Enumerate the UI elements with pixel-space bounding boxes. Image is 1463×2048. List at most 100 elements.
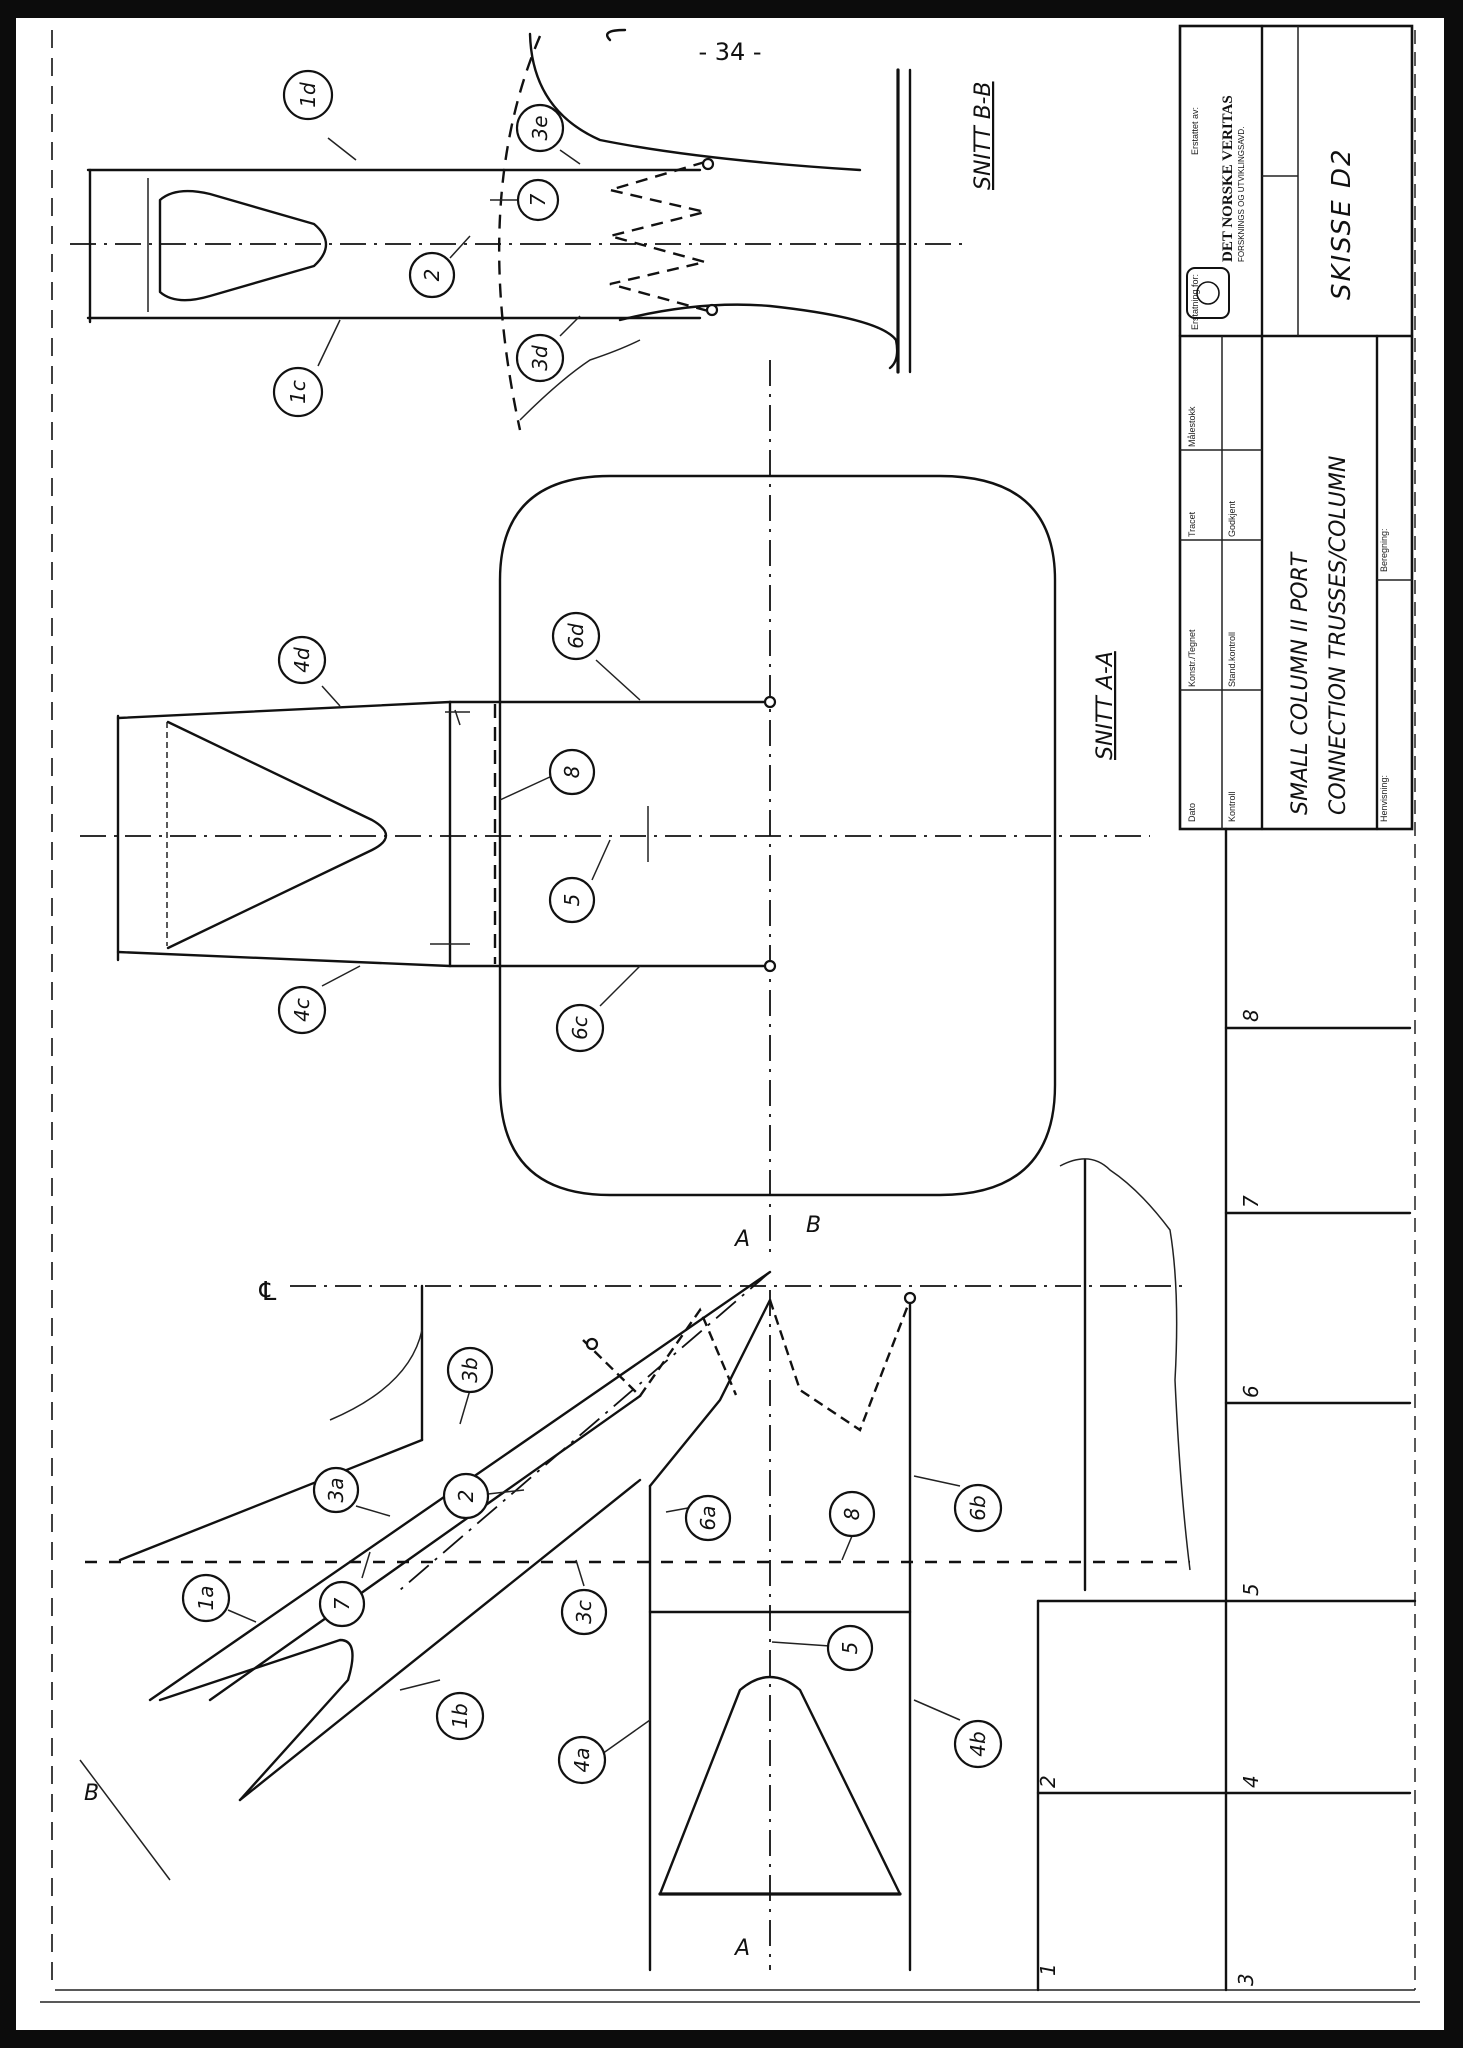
company-logo-emblem	[1196, 281, 1220, 305]
part-bubble-1c: 1c	[272, 319, 341, 418]
part-bubble-5: 5	[548, 839, 611, 924]
brace-chord	[238, 1478, 642, 1802]
drawing-title-line2: CONNECTION TRUSSES/COLUMN	[1326, 456, 1351, 815]
leader-line	[361, 1551, 371, 1579]
part-bubble-3c: 3c	[560, 1559, 608, 1636]
part-bubble-6c: 6c	[555, 965, 641, 1053]
part-circle	[272, 366, 324, 418]
brace-axis	[399, 1271, 771, 1591]
part-circle	[557, 1735, 607, 1785]
leader-line	[841, 1535, 853, 1561]
part-label: 7	[330, 1597, 354, 1610]
part-label: 5	[560, 894, 584, 907]
centerline-symbol: ℄	[256, 1277, 281, 1307]
leader-line	[321, 965, 361, 987]
zigzag-weld	[582, 1307, 738, 1398]
break-line	[1059, 1158, 1191, 1571]
part-label: 6d	[564, 623, 588, 649]
part-bubble-5: 5	[771, 1624, 874, 1672]
part-circle	[312, 1466, 360, 1514]
leader-line	[449, 235, 471, 259]
page-number: - 34 -	[698, 38, 761, 66]
part-bubble-3d: 3d	[515, 315, 581, 383]
field-tracet: Tracet	[1187, 511, 1197, 537]
part-circle	[551, 611, 601, 661]
margin-number: 1	[1036, 1963, 1060, 1976]
field-erstattet: Erstattet av:	[1190, 107, 1200, 155]
main-elevation-view: ℄ B B A A	[79, 1158, 1191, 1972]
part-circle	[516, 178, 560, 222]
part-circle	[555, 1003, 605, 1053]
part-circle	[282, 69, 334, 121]
brace-flange	[116, 950, 452, 968]
margin-number: 7	[1239, 1195, 1263, 1208]
company-subtitle: FORSKNINGS OG UTVIKLINGSAVD.	[1237, 127, 1246, 262]
leader-line	[913, 1699, 961, 1721]
part-label: 3d	[528, 345, 552, 371]
part-bubble-1b: 1b	[399, 1679, 485, 1741]
part-label: 4d	[290, 647, 314, 673]
part-bubble-6d: 6d	[551, 611, 641, 701]
margin-number: 8	[1239, 1009, 1263, 1022]
leader-line	[595, 659, 641, 701]
margin-number: 6	[1239, 1385, 1263, 1398]
part-bubble-7: 7	[490, 178, 560, 222]
field-erstatning: Erstatning for:	[1190, 274, 1200, 330]
part-circle	[435, 1691, 485, 1741]
cut-curve	[497, 35, 542, 431]
part-label: 1b	[448, 1703, 472, 1728]
dimension-arrow	[445, 709, 470, 726]
part-label: 3b	[458, 1357, 482, 1382]
column-flange-curve	[605, 28, 627, 42]
part-label: 4a	[570, 1748, 594, 1773]
part-circle	[515, 333, 565, 383]
margin-number: 2	[1036, 1775, 1060, 1788]
leader-line	[771, 1641, 831, 1647]
part-bubble-4b: 4b	[913, 1699, 1003, 1769]
company-logo-emblem	[1186, 267, 1230, 319]
part-label: 5	[838, 1642, 862, 1655]
part-circle	[181, 1573, 231, 1623]
part-circle	[560, 1588, 608, 1636]
part-circle	[318, 1580, 366, 1628]
leader-line	[913, 1475, 961, 1487]
part-bubble-8: 8	[499, 748, 596, 801]
column-flange-curve	[528, 32, 862, 172]
leader-line	[459, 1389, 471, 1425]
part-bubble-3b: 3b	[446, 1346, 494, 1425]
part-circle	[277, 985, 327, 1035]
part-label: 3c	[572, 1600, 596, 1624]
weld-end	[763, 959, 777, 973]
field-dato: Dato	[1187, 803, 1197, 822]
break-line	[519, 339, 641, 421]
part-label: 4b	[966, 1731, 990, 1756]
leader-line	[575, 1559, 585, 1587]
part-label: 1a	[194, 1586, 218, 1611]
gusset-outline	[658, 1675, 902, 1896]
field-beregning: Beregning:	[1379, 528, 1389, 572]
part-circle	[826, 1624, 874, 1672]
zigzag-weld	[605, 160, 713, 314]
part-label: 6b	[966, 1495, 990, 1520]
margin-number: 4	[1239, 1775, 1263, 1788]
leader-line	[355, 1505, 391, 1517]
field-konstr: Konstr./Tegnet	[1187, 629, 1197, 687]
part-label: 2	[420, 269, 444, 282]
leader-line	[399, 1679, 441, 1691]
margin-number: 3	[1234, 1973, 1258, 1986]
section-b-b-title: SNITT B-B	[971, 81, 996, 190]
part-label: 8	[560, 766, 584, 779]
part-circle	[953, 1483, 1003, 1533]
brace-chord	[208, 1394, 642, 1702]
part-bubble-6b: 6b	[913, 1475, 1003, 1533]
part-bubble-3e: 3e	[515, 103, 581, 165]
part-bubble-4c: 4c	[277, 965, 361, 1035]
field-kontroll: Kontroll	[1227, 791, 1237, 822]
leader-line	[499, 775, 553, 801]
section-a-a-view: SNITT A-A	[80, 360, 1150, 1260]
margin-number: 5	[1239, 1583, 1263, 1596]
title-block-frame	[1178, 24, 1414, 831]
brace-flange	[116, 700, 452, 720]
company-logo: DET NORSKE VERITAS FORSKNINGS OG UTVIKLI…	[1186, 95, 1246, 319]
leader-line	[591, 839, 611, 881]
